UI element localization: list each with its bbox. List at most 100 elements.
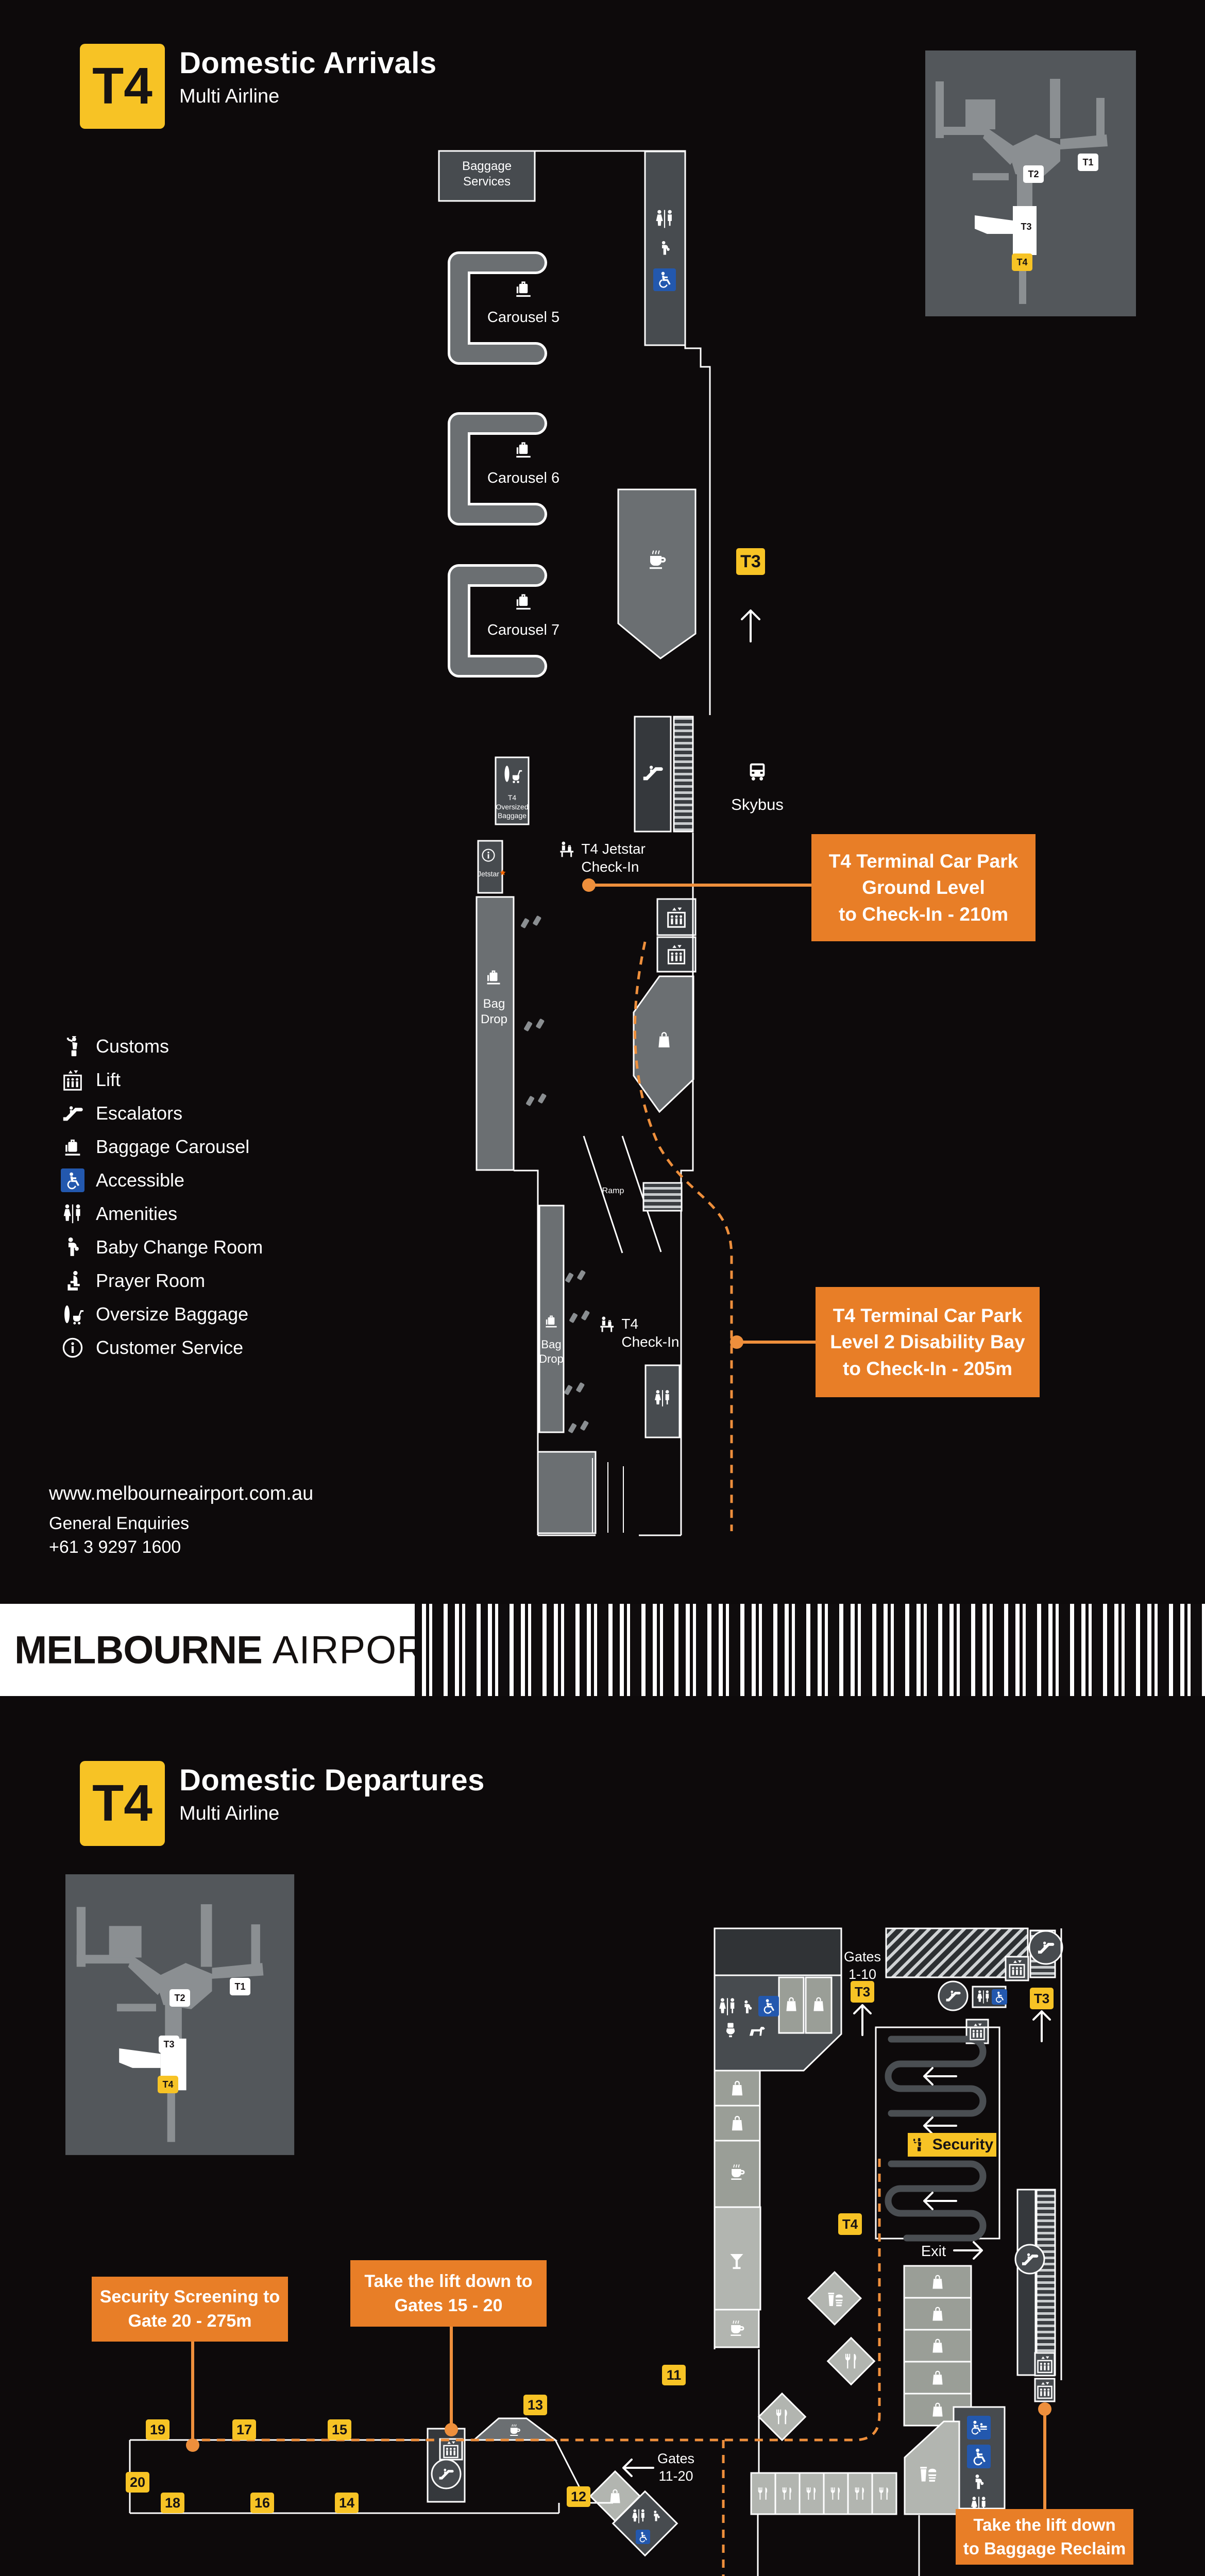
dep-parents-icon [970,2473,988,2492]
arrivals-header: T4 Domestic Arrivals Multi Airline [80,44,437,129]
brand-name-bold: MELBOURNE [14,1628,263,1672]
dep-gate-20: 20 [126,2472,149,2493]
dep-cafe-icon [727,2161,748,2182]
arr-jetstar-wordmark: Jetstar [477,870,500,878]
page-title-departures: Domestic Departures [179,1764,485,1797]
info-icon [61,1336,84,1360]
dep-parents-icon [739,1999,756,2015]
dep-toilets-icon [969,2495,989,2515]
dep-dining-icon [828,2486,843,2501]
dep-accessible-icon [758,1996,779,2016]
dep-dining-icon [876,2486,892,2501]
arr-minimap-badge-T1: T1 [1078,154,1098,171]
arr-oversize-icon [501,763,523,785]
page-subtitle: Multi Airline [179,1803,280,1824]
arr-minimap-badge-T4: T4 [1012,253,1032,271]
dep-dining-icon [779,2486,795,2501]
dep-retail-icon [809,1995,828,2013]
dep-gate-18: 18 [161,2493,184,2513]
legend-item-baggage-carousel: Baggage Carousel [61,1135,249,1159]
arr-carousel-7: Carousel 7 [487,622,560,638]
arr-direction-chevron-icon [564,1301,596,1333]
arr-cafe-icon [644,547,669,571]
dep-toilets-icon [975,1989,992,2005]
dep-lift-icon [441,2439,461,2459]
dep-retail-icon [606,2487,624,2505]
oversize-icon [61,1302,84,1326]
legend-item-amenities: Amenities [61,1202,177,1226]
arr-baggage-icon [483,967,504,987]
dep-retail-icon [928,2336,947,2355]
dep-gate-15: 15 [328,2419,351,2440]
dep-escalator-icon [437,2465,455,2483]
dep-cafe-icon [507,2422,522,2437]
dep-fastfood-icon [824,2288,845,2309]
arr-baggage-icon [512,590,535,613]
arr-bus-icon [745,760,769,784]
prayer-icon [61,1269,84,1293]
dep-lift-icon [1035,2354,1055,2374]
dep-parents-icon [650,2510,663,2523]
dep-dining-icon [842,2352,860,2370]
dep-badge-T3: T3 [1030,1988,1054,2009]
dep-changing-icon [967,2416,991,2439]
dep-gate-11: 11 [662,2365,686,2385]
dep-toilets-icon [717,1996,738,2018]
arr-direction-chevron-icon [563,1411,595,1443]
arr-lift-icon [665,943,688,965]
arr-direction-chevron-icon [521,1084,553,1116]
dep-dining-icon [773,2408,791,2426]
dep-callout-leader [1043,2409,1046,2509]
dep-minimap-badge-T1: T1 [230,1978,250,1995]
dep-retail-icon [727,2113,747,2133]
dep-fastfood-icon [916,2462,939,2484]
dep-security-banner: Security [908,2133,996,2157]
arr-direction-chevron-icon [560,1261,592,1293]
dep-escalator-icon [1036,1938,1056,1957]
legend-item-baby-change-room: Baby Change Room [61,1235,263,1259]
customs-icon [61,1035,84,1058]
escalator-icon [61,1101,84,1125]
security-icon [911,2137,926,2153]
dep-retail-icon [928,2273,947,2291]
dep-retail-icon [928,2368,947,2387]
legend-item-prayer-room: Prayer Room [61,1269,205,1293]
arr-toilets-icon [652,1388,673,1409]
toilets-icon [61,1202,84,1226]
dep-gate-17: 17 [232,2419,256,2440]
legend-item-lift: Lift [61,1068,121,1092]
arr-carousel-6: Carousel 6 [487,470,560,486]
arr-direction-chevron-icon [559,1373,591,1405]
page-title-arrivals: Domestic Arrivals [179,46,437,80]
dep-accessible-icon [967,2445,991,2468]
enquiries-label: General Enquiries [49,1514,190,1533]
arr-baggage-icon [512,438,535,461]
dep-lift-icon [1007,1958,1027,1979]
dep-badge-T3: T3 [851,1981,874,2003]
dep-gate-13: 13 [523,2395,547,2415]
dep-lift-icon [968,2022,987,2041]
legend-item-customer-service: Customer Service [61,1336,243,1360]
dep-exit: Exit [921,2243,946,2260]
lift-icon [61,1068,84,1092]
phone-number[interactable]: +61 3 9297 1600 [49,1537,181,1557]
arr-badge-T3: T3 [736,548,765,575]
page-subtitle: Multi Airline [179,86,280,107]
checkin-icon [598,1315,616,1333]
terminal-badge: T4 [80,44,165,129]
website-link[interactable]: www.melbourneairport.com.au [49,1483,314,1504]
dep-retail-icon [928,2400,947,2419]
legend-item-escalators: Escalators [61,1101,182,1125]
accessible-icon [61,1168,84,1192]
dep-escalator-icon [1020,2249,1040,2269]
dep-dining-icon [804,2486,819,2501]
